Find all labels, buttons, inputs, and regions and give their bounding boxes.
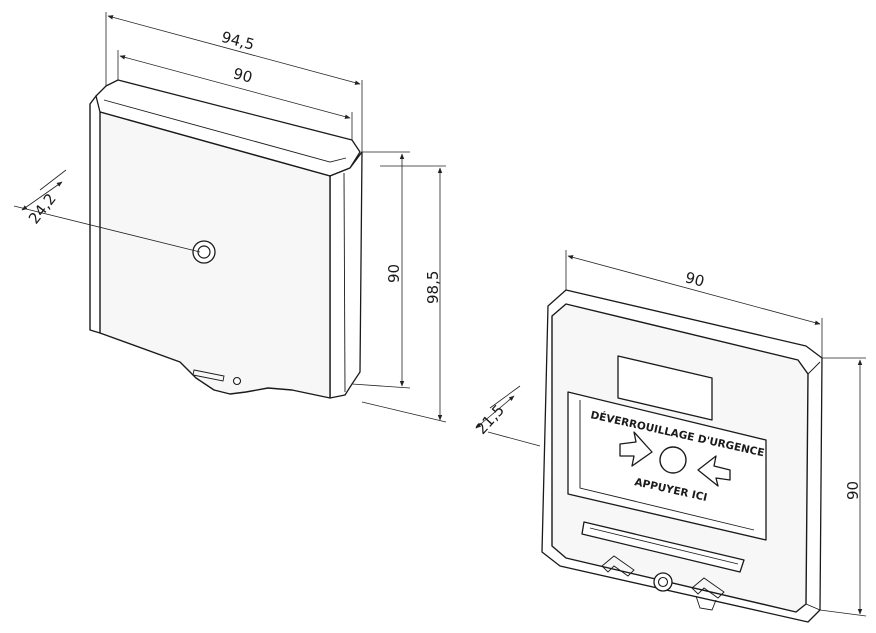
right-device-label-window bbox=[617, 355, 713, 421]
right-device-bottom-slot bbox=[581, 521, 745, 573]
dim-left-width-inner: 90 bbox=[231, 64, 254, 86]
dim-left-depth: 24,2 bbox=[25, 190, 60, 227]
left-bottom-slot bbox=[192, 369, 225, 382]
right-screw-inner bbox=[657, 576, 669, 588]
chevron-right-icon bbox=[691, 577, 725, 599]
push-button-circle bbox=[659, 446, 687, 474]
dim-left-height-outer: 98,5 bbox=[424, 271, 442, 304]
left-screw-inner bbox=[197, 245, 211, 259]
right-arrow-icon bbox=[697, 455, 731, 487]
dim-left-width-outer: 94,5 bbox=[219, 28, 256, 54]
left-arrow-icon bbox=[619, 431, 653, 467]
dim-right-height: 90 bbox=[844, 481, 862, 500]
left-cover-side bbox=[329, 151, 363, 399]
dim-right-width: 90 bbox=[683, 268, 706, 290]
chevron-left-icon bbox=[601, 555, 635, 577]
dim-left-height-inner: 90 bbox=[385, 264, 403, 283]
left-dimensions: 94,5 90 24,2 90 98,5 bbox=[13, 12, 447, 423]
right-device-open: DÉVERROUILLAGE D'URGENCE APPUYER ICI bbox=[541, 289, 823, 623]
dim-right-depth: 21,5 bbox=[472, 401, 508, 438]
left-device-covered bbox=[89, 79, 363, 399]
